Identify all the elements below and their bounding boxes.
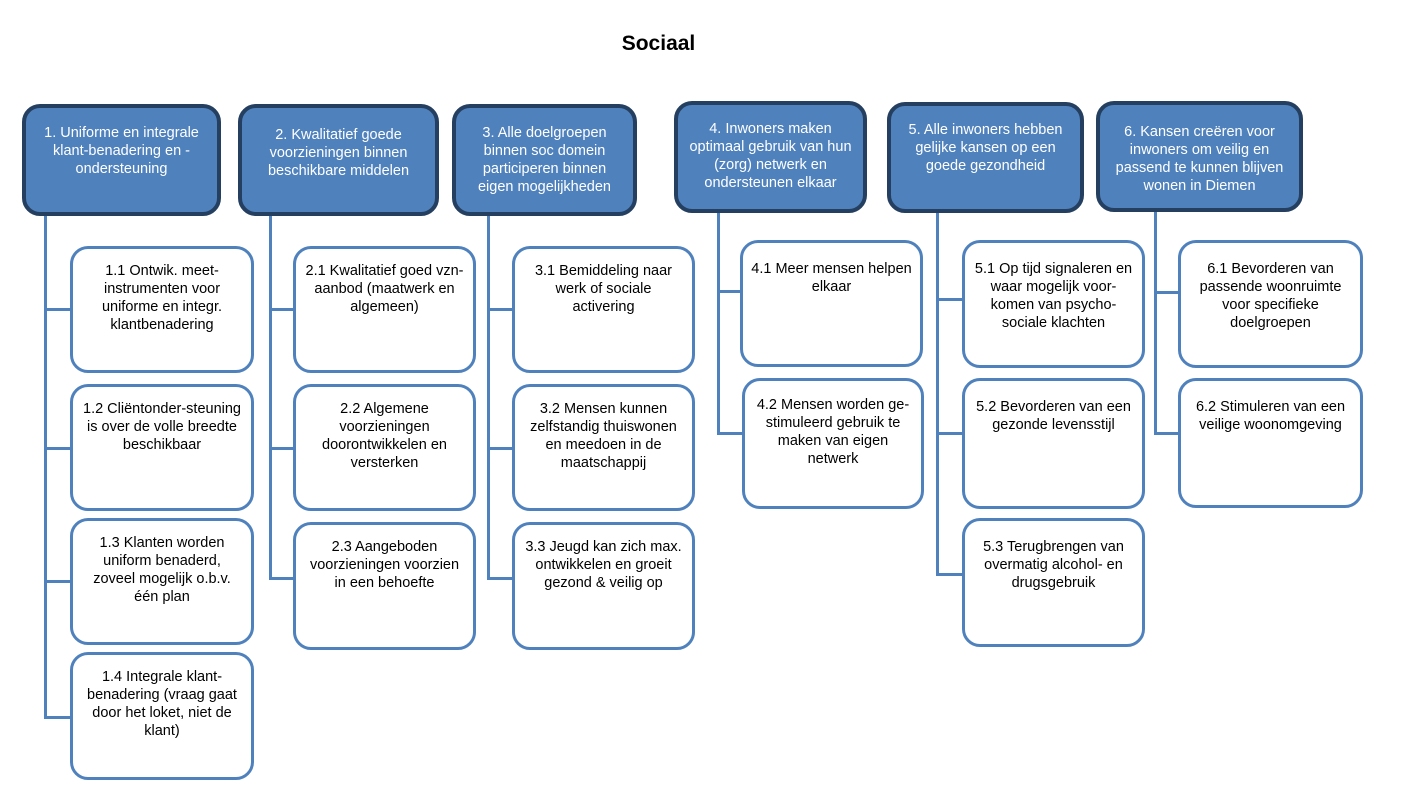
connector-1-1 [44,308,71,311]
subgoal-1-3: 1.3 Klanten worden uniform benaderd, zov… [70,518,254,645]
connector-5-1 [936,298,963,301]
connector-1-2 [44,447,71,450]
subgoal-3-1: 3.1 Bemiddeling naar werk of sociale act… [512,246,695,373]
connector-2-2 [269,447,294,450]
subgoal-2-1: 2.1 Kwalitatief goed vzn-aanbod (maatwer… [293,246,476,373]
connector-col2-vertical [269,215,272,580]
connector-2-3 [269,577,294,580]
goal-header-3: 3. Alle doelgroepen binnen soc domein pa… [452,104,637,216]
connector-col6-vertical [1154,210,1157,435]
connector-2-1 [269,308,294,311]
connector-5-3 [936,573,963,576]
subgoal-3-3: 3.3 Jeugd kan zich max. ontwikkelen en g… [512,522,695,650]
goal-header-5: 5. Alle inwoners hebben gelijke kansen o… [887,102,1084,213]
subgoal-5-3: 5.3 Terugbrengen van overmatig alcohol- … [962,518,1145,647]
connector-4-1 [717,290,741,293]
connector-col1-vertical [44,215,47,718]
connector-3-1 [487,308,513,311]
connector-col5-vertical [936,212,939,576]
goal-header-1: 1. Uniforme en integrale klant-benaderin… [22,104,221,216]
connector-1-4 [44,716,71,719]
goal-header-2: 2. Kwalitatief goede voorzieningen binne… [238,104,439,216]
subgoal-5-1: 5.1 Op tijd signaleren en waar mogelijk … [962,240,1145,368]
connector-3-2 [487,447,513,450]
connector-1-3 [44,580,71,583]
subgoal-2-3: 2.3 Aangeboden voorzieningen voorzien in… [293,522,476,650]
subgoal-6-2: 6.2 Stimuleren van een veilige woonomgev… [1178,378,1363,508]
connector-col4-vertical [717,212,720,435]
subgoal-2-2: 2.2 Algemene voorzieningen doorontwikkel… [293,384,476,511]
goal-header-6: 6. Kansen creëren voor inwoners om veili… [1096,101,1303,212]
subgoal-1-2: 1.2 Cliëntonder-steuning is over de voll… [70,384,254,511]
subgoal-4-1: 4.1 Meer mensen helpen elkaar [740,240,923,367]
subgoal-6-1: 6.1 Bevorderen van passende woonruimte v… [1178,240,1363,368]
subgoal-4-2: 4.2 Mensen worden ge-stimuleerd gebruik … [742,378,924,509]
subgoal-3-2: 3.2 Mensen kunnen zelfstandig thuiswonen… [512,384,695,511]
connector-col3-vertical [487,215,490,580]
connector-3-3 [487,577,513,580]
subgoal-5-2: 5.2 Bevorderen van een gezonde levenssti… [962,378,1145,509]
connector-5-2 [936,432,963,435]
subgoal-1-1: 1.1 Ontwik. meet-instrumenten voor unifo… [70,246,254,373]
diagram-title: Sociaal [621,32,696,55]
connector-6-2 [1154,432,1179,435]
subgoal-1-4: 1.4 Integrale klant-benadering (vraag ga… [70,652,254,780]
connector-6-1 [1154,291,1179,294]
connector-4-2 [717,432,743,435]
goal-header-4: 4. Inwoners maken optimaal gebruik van h… [674,101,867,213]
